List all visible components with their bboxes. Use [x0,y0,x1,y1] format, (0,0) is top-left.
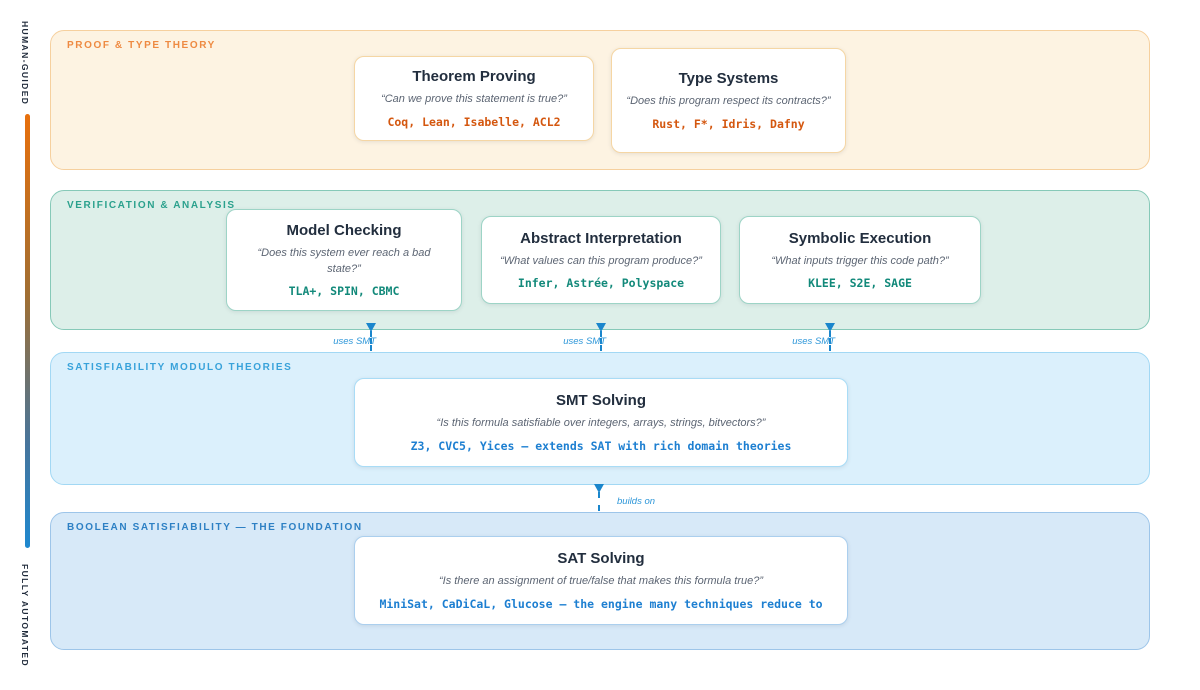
card-tools: Infer, Astrée, Polyspace [517,276,685,291]
band-satisfiability-modulo-theories: SATISFIABILITY MODULO THEORIES SMT Solvi… [50,352,1150,485]
connector-label-builds-on: builds on [617,496,656,507]
card-tools: MiniSat, CaDiCaL, Glucose — the engine m… [379,596,823,611]
card-tools: Rust, F*, Idris, Dafny [652,116,805,131]
arrow-down-icon [825,323,835,332]
card-smt-solving: SMT Solving “Is this formula satisfiable… [354,378,848,467]
card-title: Abstract Interpretation [520,229,682,247]
connector-label-uses-smt: uses SMT [333,336,376,347]
card-tools: Coq, Lean, Isabelle, ACL2 [387,114,561,129]
connector-label-uses-smt: uses SMT [563,336,606,347]
automation-gradient-bar [25,114,30,548]
dashed-connector-line [370,331,372,351]
arrow-down-icon [366,323,376,332]
card-question: “What inputs trigger this code path?” [771,254,949,267]
card-type-systems: Type Systems “Does this program respect … [611,48,846,153]
band-label: PROOF & TYPE THEORY [67,40,216,51]
band-label: BOOLEAN SATISFIABILITY — THE FOUNDATION [67,522,363,533]
card-tools: KLEE, S2E, SAGE [808,276,912,291]
rail-label-human-guided: HUMAN-GUIDED [20,21,30,106]
card-title: Type Systems [678,70,779,88]
card-theorem-proving: Theorem Proving “Can we prove this state… [354,56,594,141]
dashed-connector-line [829,331,831,351]
card-title: SMT Solving [556,392,646,410]
card-symbolic-execution: Symbolic Execution “What inputs trigger … [739,216,981,304]
card-question: “Is there an assignment of true/false th… [438,575,764,588]
dashed-connector-line [600,331,602,351]
band-boolean-satisfiability: BOOLEAN SATISFIABILITY — THE FOUNDATION … [50,512,1150,650]
band-proof-and-type-theory: PROOF & TYPE THEORY Theorem Proving “Can… [50,30,1150,170]
connector-label-uses-smt: uses SMT [792,336,835,347]
arrow-down-icon [596,323,606,332]
band-label: SATISFIABILITY MODULO THEORIES [67,362,293,373]
card-question: “Can we prove this statement is true?” [381,93,567,106]
card-sat-solving: SAT Solving “Is there an assignment of t… [354,536,848,625]
card-title: Model Checking [286,222,402,240]
card-abstract-interpretation: Abstract Interpretation “What values can… [481,216,721,304]
card-tools: Z3, CVC5, Yices — extends SAT with rich … [410,438,792,453]
card-model-checking: Model Checking “Does this system ever re… [226,209,462,311]
card-title: SAT Solving [557,550,645,568]
band-verification-and-analysis: VERIFICATION & ANALYSIS Model Checking “… [50,190,1150,330]
card-question: “What values can this program produce?” [500,254,702,267]
card-tools: TLA+, SPIN, CBMC [288,283,400,298]
rail-label-fully-automated: FULLY AUTOMATED [20,564,30,668]
card-question: “Does this program respect its contracts… [626,95,831,108]
band-label: VERIFICATION & ANALYSIS [67,200,236,211]
card-title: Symbolic Execution [788,229,932,247]
arrow-down-icon [594,484,604,493]
card-title: Theorem Proving [412,68,536,86]
dashed-connector-line [598,492,600,511]
card-question: “Is this formula satisfiable over intege… [436,417,766,430]
card-question: “Does this system ever reach a bad state… [257,247,431,275]
